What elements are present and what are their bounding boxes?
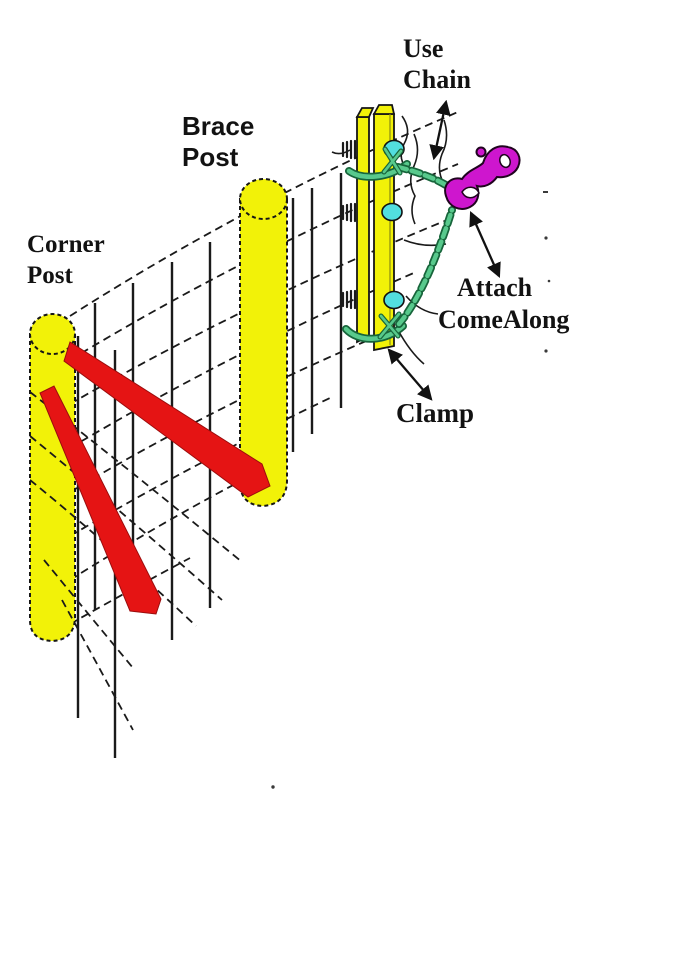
label-attach-line1: Attach	[457, 273, 533, 302]
label-brace-post: Brace Post	[182, 111, 254, 173]
come-along	[444, 145, 521, 210]
clamp	[341, 104, 405, 352]
label-use-chain-line1: Use	[403, 34, 444, 63]
label-corner-post-line2: Post	[27, 262, 73, 289]
bolt-thread-bottom	[341, 289, 357, 310]
label-use-chain-line2: Chain	[403, 65, 471, 94]
clamp-board-left	[356, 116, 370, 344]
arrow-clamp	[387, 348, 433, 401]
brace-post	[239, 178, 288, 508]
label-attach-comealong: Attach ComeAlong	[438, 272, 569, 336]
bolt-head-bottom	[383, 290, 405, 310]
bolt-head-middle	[381, 202, 403, 222]
come-along-handle-hole	[499, 153, 511, 169]
clamp-board-right-top-face	[372, 104, 396, 115]
arrow-use-chain	[429, 99, 451, 161]
scan-artifacts	[271, 191, 551, 789]
label-brace-post-line2: Post	[182, 142, 239, 172]
label-corner-post: Corner Post	[27, 229, 105, 291]
come-along-knob	[475, 146, 487, 158]
bolt-thread-middle	[341, 202, 357, 223]
label-brace-post-line1: Brace	[182, 111, 255, 141]
arrow-attach-comealong	[469, 210, 501, 279]
label-clamp-text: Clamp	[396, 398, 475, 428]
bolt-thread-top	[341, 139, 357, 160]
label-clamp: Clamp	[396, 398, 474, 429]
come-along-hook-gap	[461, 186, 480, 199]
clamp-board-left-top-face	[355, 107, 375, 118]
label-corner-post-line1: Corner	[27, 231, 105, 258]
label-use-chain: Use Chain	[403, 33, 471, 95]
diagonal-brace-lower	[39, 385, 162, 615]
diagonal-brace-upper	[63, 341, 271, 498]
chain	[342, 146, 456, 343]
label-attach-line2: ComeAlong	[438, 305, 570, 334]
